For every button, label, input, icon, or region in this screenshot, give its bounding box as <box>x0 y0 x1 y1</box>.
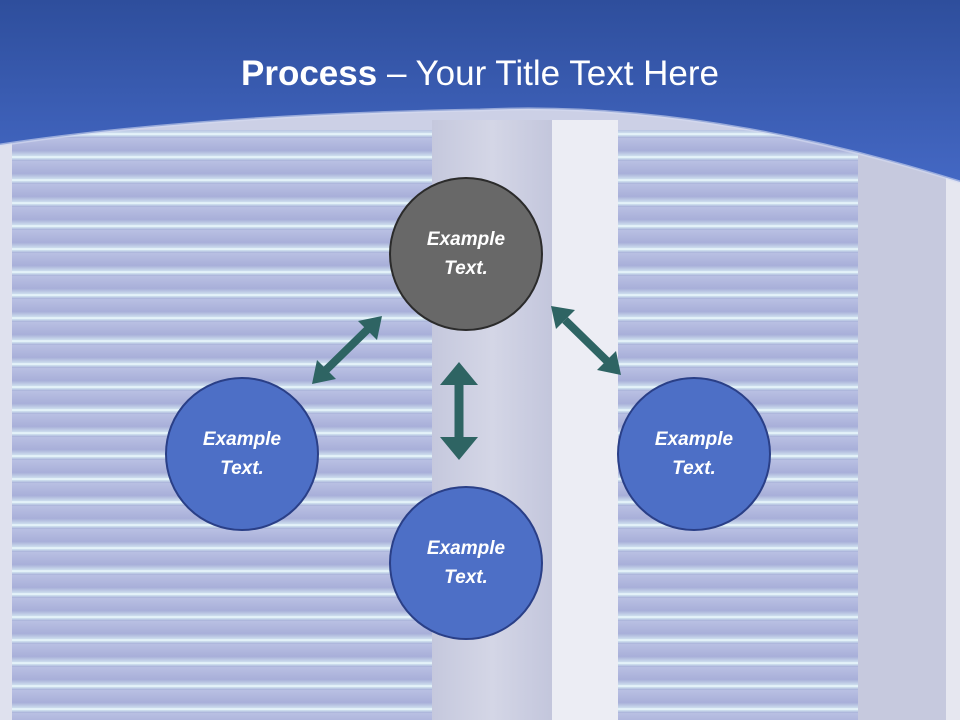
title-rest: – Your Title Text Here <box>377 54 719 93</box>
node-top-text: Example Text. <box>426 229 506 279</box>
node-bottom-text: Example Text. <box>426 538 506 588</box>
node-bottom: Example Text. <box>389 486 543 640</box>
node-left: Example Text. <box>165 377 319 531</box>
node-right-text: Example Text. <box>654 429 734 479</box>
node-left-text: Example Text. <box>202 429 282 479</box>
node-right: Example Text. <box>617 377 771 531</box>
node-top: Example Text. <box>389 177 543 331</box>
title-bold: Process <box>241 54 378 93</box>
slide-title: Process – Your Title Text Here <box>0 52 960 96</box>
